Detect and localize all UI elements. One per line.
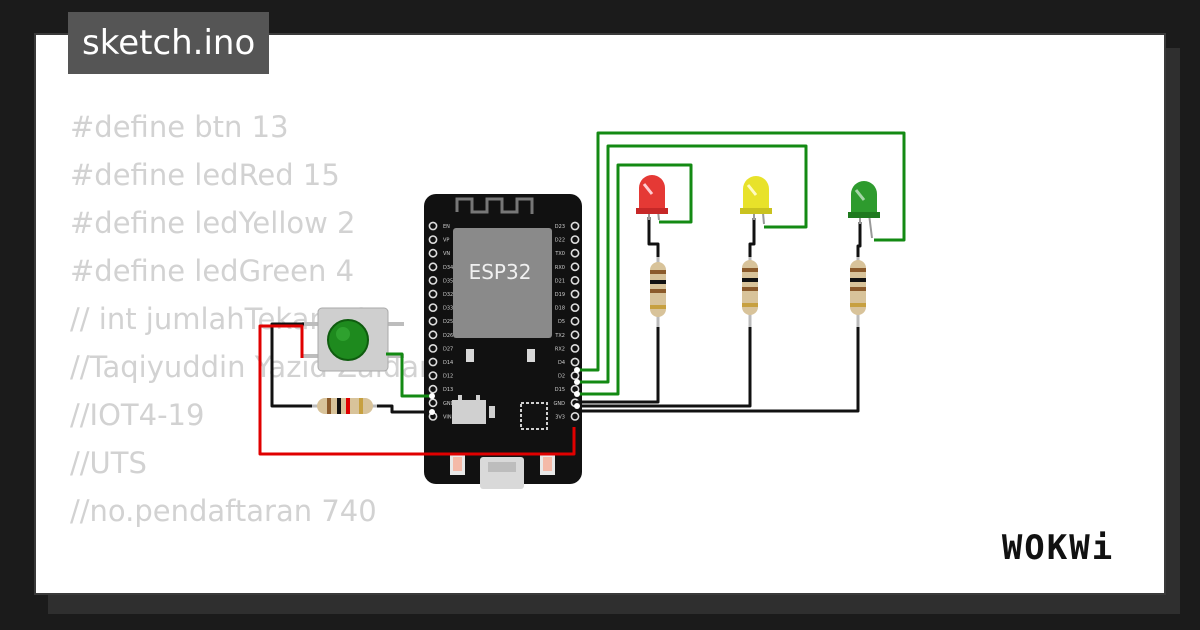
board-pin-label: D33 <box>443 306 453 312</box>
code-line: #define ledYellow 2 <box>70 206 356 240</box>
board-pin[interactable] <box>570 221 580 231</box>
board-pin[interactable] <box>428 303 438 312</box>
board-pin[interactable] <box>570 357 580 367</box>
board-pin-label: D26 <box>443 333 453 339</box>
board-pin-label: RX2 <box>555 346 565 352</box>
board-pin-label: D34 <box>443 265 453 271</box>
board-pin-label: VIN <box>443 414 452 420</box>
board-pin[interactable] <box>428 398 438 408</box>
code-line: //UTS <box>70 446 147 480</box>
board-pin[interactable] <box>570 303 580 312</box>
board-pin[interactable] <box>570 262 580 272</box>
board-pin[interactable] <box>570 411 580 421</box>
board-pin-label: TX2 <box>554 333 565 339</box>
code-line: #define btn 13 <box>70 110 289 144</box>
code-line: //IOT4-19 <box>70 398 205 432</box>
board-pin-label: VP <box>443 238 449 244</box>
code-line: #define ledGreen 4 <box>70 254 355 288</box>
board-pin[interactable] <box>570 248 580 258</box>
circuit-diagram: ESP32 ENVPVND34D35D32D33D25D26D27D14D12D… <box>258 131 906 489</box>
board-pin-label: D4 <box>558 360 565 366</box>
esp32-board[interactable]: ESP32 ENVPVND34D35D32D33D25D26D27D14D12D… <box>424 194 582 489</box>
board-pin[interactable] <box>428 262 438 272</box>
board-pin[interactable] <box>428 248 438 258</box>
board-pin[interactable] <box>428 235 438 244</box>
board-pin-label: D13 <box>443 387 453 393</box>
board-pin-label: D14 <box>443 360 453 366</box>
board-pin[interactable] <box>570 371 580 380</box>
board-pin-label: RX0 <box>555 265 565 271</box>
button-resistor[interactable] <box>302 398 382 414</box>
push-button[interactable] <box>302 307 404 372</box>
board-pin-label: TX0 <box>554 251 565 257</box>
board-pin[interactable] <box>570 343 580 353</box>
board-pin[interactable] <box>428 343 438 353</box>
led-yellow[interactable] <box>740 176 772 225</box>
board-pin-label: 3V3 <box>555 414 565 420</box>
led-resistor[interactable] <box>742 257 758 327</box>
board-pin[interactable] <box>428 289 438 299</box>
led-resistor[interactable] <box>850 257 866 327</box>
board-label: ESP32 <box>469 260 532 284</box>
board-pin[interactable] <box>570 289 580 299</box>
board-pin-label: D19 <box>555 292 565 298</box>
board-pin-label: D21 <box>555 278 565 284</box>
board-pin-label: D32 <box>443 292 453 298</box>
board-pin[interactable] <box>570 330 580 340</box>
logo-text: WOKWi <box>1002 528 1114 568</box>
led-green[interactable] <box>848 181 880 239</box>
board-pin-label: D5 <box>558 319 565 325</box>
code-preview: #define btn 13 #define ledRed 15 #define… <box>70 103 437 593</box>
board-pin-label: D23 <box>555 224 565 230</box>
board-pin[interactable] <box>428 221 438 231</box>
board-pin[interactable] <box>428 275 438 285</box>
led-resistor[interactable] <box>650 257 666 327</box>
board-pin[interactable] <box>570 235 580 244</box>
board-pin-label: D25 <box>443 319 453 325</box>
file-tab[interactable]: sketch.ino <box>68 12 270 74</box>
simulation-canvas[interactable]: #define btn 13 #define ledRed 15 #define… <box>34 33 1166 595</box>
board-pin[interactable] <box>428 371 438 380</box>
wokwi-logo: WOKWi <box>1002 528 1114 568</box>
board-pin[interactable] <box>570 275 580 285</box>
board-pin-label: D15 <box>555 387 565 393</box>
code-line: #define ledRed 15 <box>70 158 340 192</box>
code-line: //no.pendaftaran 740 <box>70 494 377 528</box>
code-line: int last_state=1; <box>70 583 437 593</box>
led-red[interactable] <box>636 175 668 221</box>
board-pin-label: EN <box>443 224 450 230</box>
board-pin-label: GND <box>554 401 566 407</box>
board-pin-label: D27 <box>443 346 453 352</box>
board-pin-label: D18 <box>555 306 565 312</box>
board-pin-label: D12 <box>443 374 453 380</box>
board-pin[interactable] <box>428 384 438 394</box>
wires <box>258 131 906 456</box>
board-pin-label: D35 <box>443 278 453 284</box>
board-pin-label: D2 <box>558 374 565 380</box>
board-pin-label: D22 <box>555 238 565 244</box>
board-pin-label: VN <box>443 251 450 257</box>
board-pin[interactable] <box>428 316 438 326</box>
board-pin[interactable] <box>428 357 438 367</box>
board-pin[interactable] <box>428 330 438 340</box>
board-pin[interactable] <box>570 316 580 326</box>
board-pin-label: GND <box>443 401 455 407</box>
